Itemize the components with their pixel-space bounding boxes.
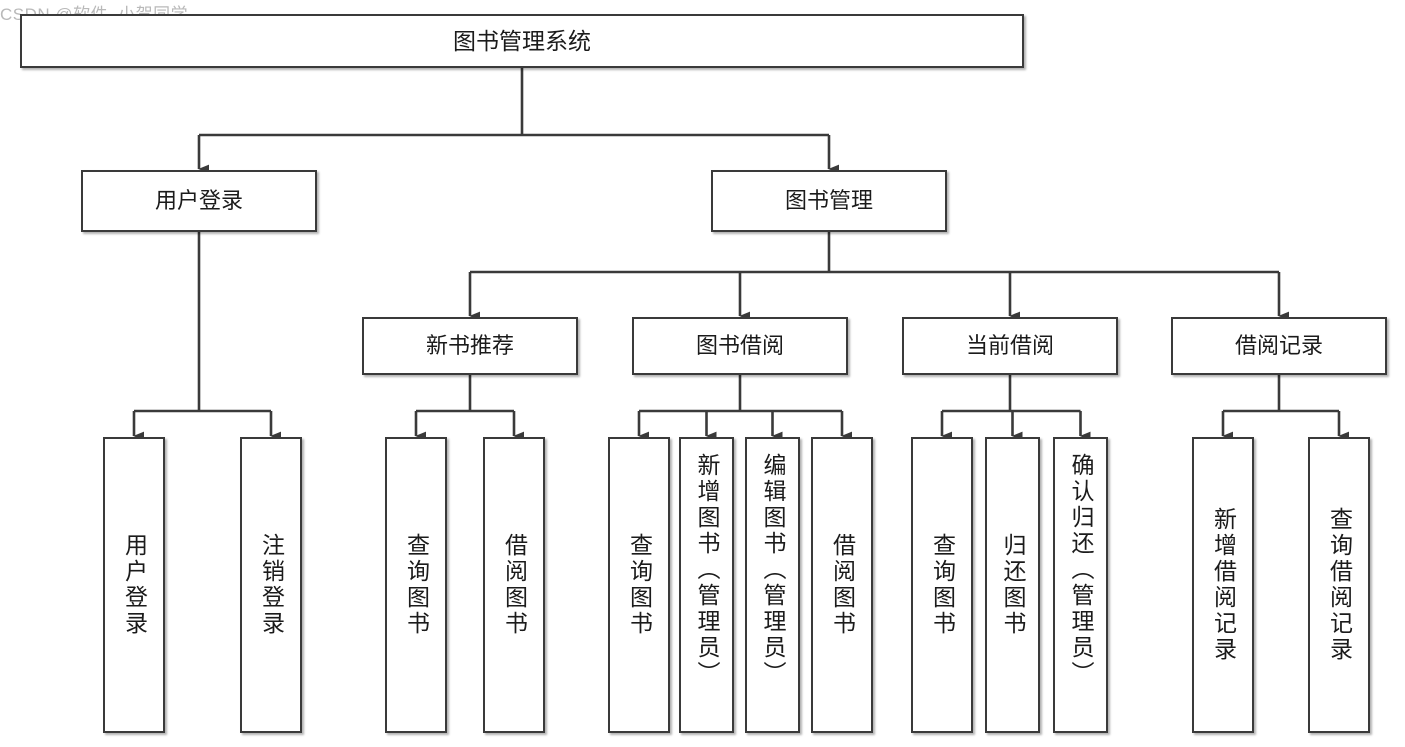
node-label-book-admin: 图书管理: [784, 188, 873, 214]
node-label-borrow-record: 借阅记录: [1234, 333, 1323, 359]
node-label-user-login: 用户登录: [154, 188, 243, 214]
node-leaf-add-book[interactable]: 新增图书（管理员）: [679, 437, 734, 733]
node-borrow-record[interactable]: 借阅记录: [1171, 317, 1387, 375]
node-label-leaf-user-logout: 注销登录: [258, 533, 285, 637]
node-leaf-add-record[interactable]: 新增借阅记录: [1192, 437, 1254, 733]
node-label-leaf-return-book: 归还图书: [1000, 533, 1026, 637]
node-leaf-query-book-cur[interactable]: 查询图书: [911, 437, 973, 733]
node-leaf-query-book-rec[interactable]: 查询图书: [385, 437, 447, 733]
node-label-leaf-add-record: 新增借阅记录: [1210, 507, 1237, 663]
node-leaf-edit-book[interactable]: 编辑图书（管理员）: [745, 437, 800, 733]
node-label-leaf-confirm-return: 确认归还（管理员）: [1068, 453, 1094, 687]
node-leaf-user-logout[interactable]: 注销登录: [240, 437, 302, 733]
node-label-leaf-query-book-cur: 查询图书: [929, 533, 956, 637]
node-label-leaf-borrow-book: 借阅图书: [829, 533, 856, 637]
node-leaf-borrow-book-rec[interactable]: 借阅图书: [483, 437, 545, 733]
node-new-book-rec[interactable]: 新书推荐: [362, 317, 578, 375]
node-label-leaf-query-record: 查询借阅记录: [1326, 507, 1353, 663]
node-book-admin[interactable]: 图书管理: [711, 170, 947, 232]
node-label-current-borrow: 当前借阅: [965, 333, 1054, 359]
node-label-new-book-rec: 新书推荐: [425, 333, 514, 359]
node-leaf-query-record[interactable]: 查询借阅记录: [1308, 437, 1370, 733]
node-label-leaf-add-book: 新增图书（管理员）: [694, 453, 720, 687]
node-leaf-return-book[interactable]: 归还图书: [985, 437, 1040, 733]
node-label-leaf-edit-book: 编辑图书（管理员）: [760, 453, 786, 687]
node-label-root: 图书管理系统: [453, 27, 591, 54]
node-label-book-borrow: 图书借阅: [695, 333, 784, 359]
node-root[interactable]: 图书管理系统: [20, 14, 1024, 68]
node-label-leaf-borrow-book-rec: 借阅图书: [501, 533, 528, 637]
node-user-login[interactable]: 用户登录: [81, 170, 317, 232]
node-label-leaf-query-book-rec: 查询图书: [403, 533, 430, 637]
node-label-leaf-query-book-borrow: 查询图书: [626, 533, 653, 637]
node-leaf-borrow-book[interactable]: 借阅图书: [811, 437, 873, 733]
node-leaf-confirm-return[interactable]: 确认归还（管理员）: [1053, 437, 1108, 733]
node-leaf-query-book-borrow[interactable]: 查询图书: [608, 437, 670, 733]
node-label-leaf-user-login: 用户登录: [121, 533, 148, 637]
node-leaf-user-login[interactable]: 用户登录: [103, 437, 165, 733]
node-book-borrow[interactable]: 图书借阅: [632, 317, 848, 375]
node-current-borrow[interactable]: 当前借阅: [902, 317, 1118, 375]
